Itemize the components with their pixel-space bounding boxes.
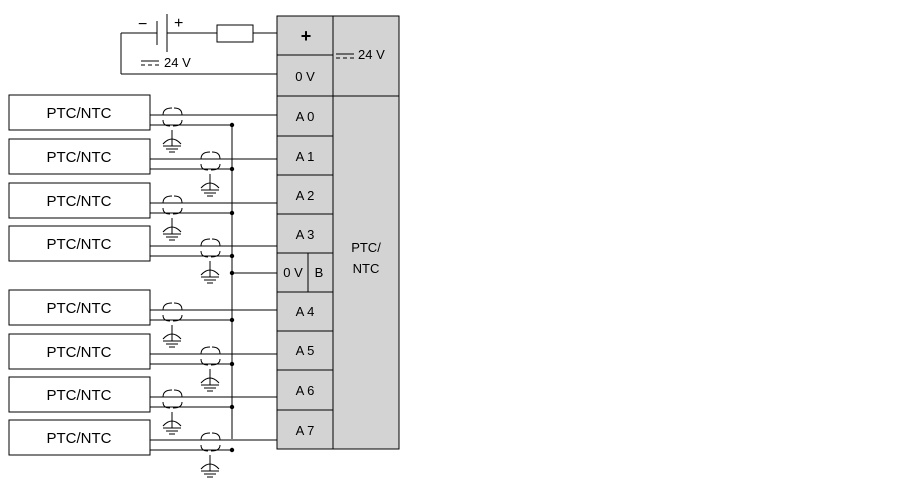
- terminal-a5: A 5: [296, 343, 315, 358]
- terminal-common-0v: 0 V: [283, 265, 303, 280]
- sensor-3: PTC/NTC: [8, 225, 277, 284]
- junction-dot: [229, 447, 235, 453]
- sensor-label: PTC/NTC: [47, 344, 112, 361]
- sensor-box: [8, 138, 151, 175]
- power-supply: − + 24 V: [120, 14, 277, 75]
- sensor-box: [8, 94, 151, 131]
- terminal-a1: A 1: [296, 149, 315, 164]
- module-voltage-label: 24 V: [358, 47, 385, 62]
- terminal-common-b: B: [315, 265, 324, 280]
- terminal-a0: A 0: [296, 109, 315, 124]
- battery-plus-symbol: +: [174, 15, 183, 32]
- terminal-a4: A 4: [296, 304, 315, 319]
- sensor-5: PTC/NTC: [8, 333, 277, 392]
- shield-ground-icon: [162, 389, 183, 435]
- junction-dot: [229, 270, 235, 276]
- junction-dot: [229, 166, 235, 172]
- shield-ground-icon: [162, 107, 183, 153]
- shield-ground-icon: [200, 238, 221, 284]
- sensor-box: [8, 225, 151, 262]
- terminal-a7: A 7: [296, 423, 315, 438]
- sensor-box: [8, 376, 151, 413]
- zero-v-terminal: 0 V: [295, 69, 315, 84]
- sensor-2: PTC/NTC: [8, 182, 277, 241]
- sensor-label: PTC/NTC: [47, 193, 112, 210]
- sensor-7: PTC/NTC: [8, 419, 277, 478]
- junction-dot: [229, 404, 235, 410]
- sensor-0: PTC/NTC: [8, 94, 277, 153]
- sensor-label: PTC/NTC: [47, 236, 112, 253]
- battery-minus-symbol: −: [138, 16, 147, 33]
- sensor-4: PTC/NTC: [8, 289, 277, 348]
- terminal-a6: A 6: [296, 383, 315, 398]
- sensor-box: [8, 419, 151, 456]
- junction-dot: [229, 317, 235, 323]
- module-label-line1: PTC/: [351, 240, 381, 255]
- sensor-6: PTC/NTC: [8, 376, 277, 435]
- junction-dot: [229, 253, 235, 259]
- fuse-icon: [216, 24, 254, 43]
- supply-dc-symbol-icon: [141, 60, 159, 66]
- module-power-section: [276, 15, 400, 97]
- sensor-1: PTC/NTC: [8, 138, 277, 197]
- shield-ground-icon: [162, 302, 183, 348]
- terminal-a2: A 2: [296, 188, 315, 203]
- sensor-label: PTC/NTC: [47, 105, 112, 122]
- terminal-a3: A 3: [296, 227, 315, 242]
- shield-ground-icon: [200, 346, 221, 392]
- sensor-box: [8, 182, 151, 219]
- plus-terminal: +: [301, 26, 312, 46]
- module-io-section: [276, 95, 400, 450]
- shield-ground-icon: [200, 151, 221, 197]
- module: + 0 V 24 V A 0 A 1 A 2 A 3 0 V B A 4 A 5…: [276, 15, 400, 450]
- junction-dot: [229, 361, 235, 367]
- dc-symbol-icon: [336, 53, 354, 59]
- sensor-label: PTC/NTC: [47, 300, 112, 317]
- shield-ground-icon: [162, 195, 183, 241]
- sensors-layer: PTC/NTC PTC/NTC PTC/NTC PTC/NTC PTC/NTC PTC/N…: [8, 94, 277, 478]
- shield-ground-icon: [200, 432, 221, 478]
- supply-voltage-label: 24 V: [164, 55, 191, 70]
- sensor-label: PTC/NTC: [47, 430, 112, 447]
- sensor-label: PTC/NTC: [47, 149, 112, 166]
- sensor-box: [8, 333, 151, 370]
- module-label-line2: NTC: [353, 261, 380, 276]
- sensor-box: [8, 289, 151, 326]
- junction-dot: [229, 210, 235, 216]
- junction-dot: [229, 122, 235, 128]
- sensor-label: PTC/NTC: [47, 387, 112, 404]
